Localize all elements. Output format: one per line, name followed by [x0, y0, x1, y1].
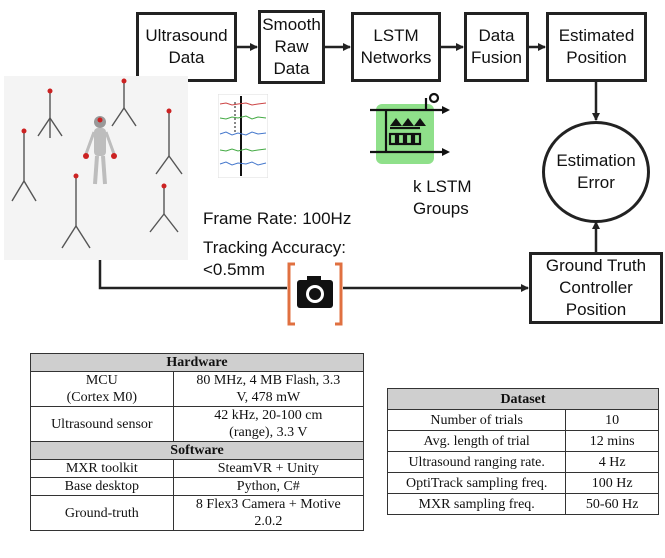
lstm-networks-box: LSTM Networks: [351, 12, 441, 82]
camera-stand-4: [155, 111, 183, 175]
row-value: 8 Flex3 Camera + Motive 2.0.2: [172, 495, 365, 531]
hardware-header: Hardware: [30, 353, 364, 372]
mocap-scene-illustration: [4, 76, 188, 260]
row-value: Python, C#: [172, 477, 365, 496]
ultrasound-data-box: Ultrasound Data: [136, 12, 237, 82]
table-row: Number of trials 10: [386, 409, 659, 431]
table-header-row: Hardware: [30, 353, 364, 372]
camera-icon: [287, 262, 343, 326]
dataset-table: Dataset Number of trials 10 Avg. length …: [386, 388, 659, 515]
line-capture-to-groundtruth: [98, 260, 529, 292]
row-label: OptiTrack sampling freq.: [386, 472, 567, 494]
data-fusion-box: Data Fusion: [464, 12, 529, 82]
table-row: MXR sampling freq. 50-60 Hz: [386, 493, 659, 515]
camera-stand-5: [61, 176, 91, 249]
smooth-raw-data-box: Smooth Raw Data: [258, 10, 325, 84]
row-label: MXR sampling freq.: [386, 493, 567, 515]
ground-truth-box: Ground Truth Controller Position: [529, 252, 663, 324]
row-label: Number of trials: [386, 409, 567, 431]
camera-stand-1: [37, 91, 63, 138]
row-label: Ultrasound ranging rate.: [386, 451, 567, 473]
row-value: 42 kHz, 20-100 cm (range), 3.3 V: [172, 406, 365, 442]
table-header-row: Dataset: [387, 388, 659, 410]
row-value: 12 mins: [565, 430, 659, 452]
tracking-accuracy-text: Tracking Accuracy: <0.5mm: [203, 238, 346, 279]
row-value: 80 MHz, 4 MB Flash, 3.3 V, 478 mW: [172, 371, 365, 407]
lstm-groups-label: k LSTM Groups: [413, 177, 472, 218]
software-header: Software: [30, 441, 364, 460]
row-label: Avg. length of trial: [386, 430, 567, 452]
dataset-header: Dataset: [387, 388, 659, 410]
camera-stand-3: [11, 131, 37, 202]
table-row: OptiTrack sampling freq. 100 Hz: [386, 472, 659, 494]
estimation-error-circle: Estimation Error: [542, 121, 650, 223]
row-label: MCU (Cortex M0): [30, 371, 174, 407]
row-value: 4 Hz: [565, 451, 659, 473]
table-row: Ground-truth 8 Flex3 Camera + Motive 2.0…: [30, 495, 365, 531]
camera-stand-2: [111, 81, 137, 127]
row-value: SteamVR + Unity: [172, 459, 365, 478]
row-label: Ground-truth: [30, 495, 174, 531]
row-label: Base desktop: [30, 477, 174, 496]
signal-waveform-thumbnail: [218, 94, 268, 178]
table-row: Ultrasound sensor 42 kHz, 20-100 cm (ran…: [30, 406, 365, 442]
frame-rate-text: Frame Rate: 100Hz: [203, 209, 352, 228]
row-value: 100 Hz: [565, 472, 659, 494]
row-label: MXR toolkit: [30, 459, 174, 478]
table-row: Avg. length of trial 12 mins: [386, 430, 659, 452]
table-row: MXR toolkit SteamVR + Unity: [30, 459, 365, 478]
table-row: Base desktop Python, C#: [30, 477, 365, 496]
table-header-row: Software: [30, 441, 364, 460]
table-row: MCU (Cortex M0) 80 MHz, 4 MB Flash, 3.3 …: [30, 371, 365, 407]
lstm-groups-icon: [370, 92, 450, 164]
person-figure: [83, 116, 117, 185]
row-value: 50-60 Hz: [565, 493, 659, 515]
camera-stand-6: [149, 186, 179, 233]
row-label: Ultrasound sensor: [30, 406, 174, 442]
estimated-position-box: Estimated Position: [546, 12, 647, 82]
hardware-software-table: Hardware MCU (Cortex M0) 80 MHz, 4 MB Fl…: [30, 353, 365, 531]
table-row: Ultrasound ranging rate. 4 Hz: [386, 451, 659, 473]
row-value: 10: [565, 409, 659, 431]
